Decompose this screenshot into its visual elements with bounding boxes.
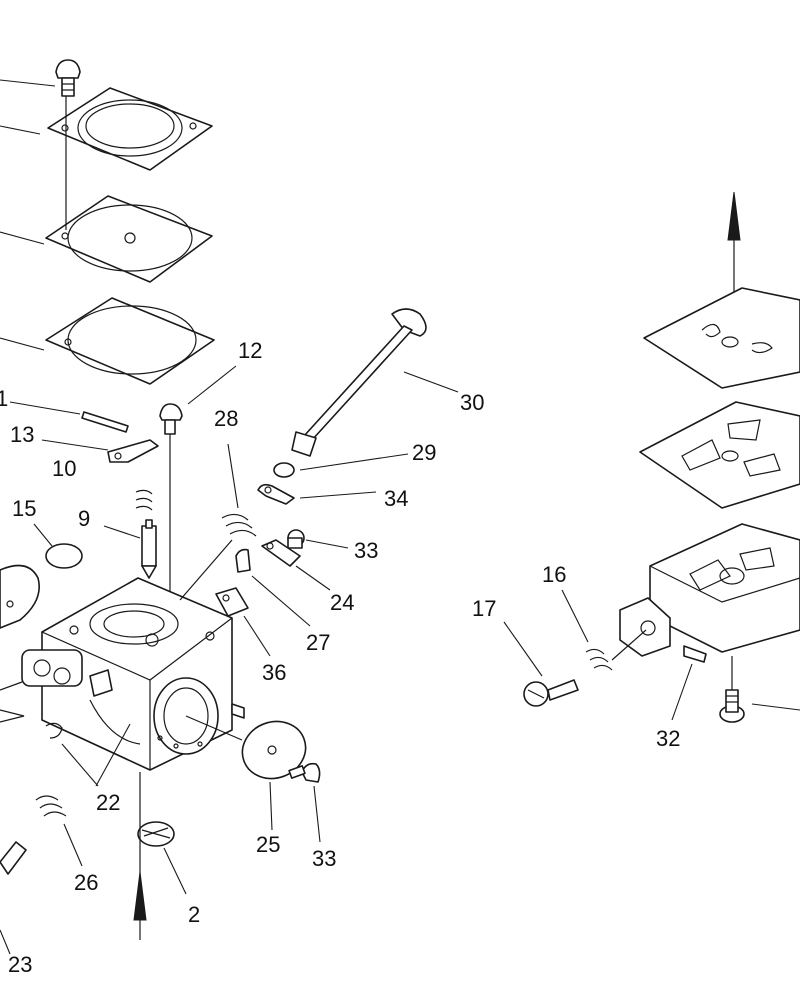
pump-body — [619, 523, 800, 663]
arrow-up-icon — [133, 772, 147, 940]
pump-diaphragm — [45, 195, 213, 283]
inlet-needle — [141, 519, 157, 579]
callout-15: 15 — [12, 496, 36, 521]
callout-36: 36 — [262, 660, 286, 685]
carburetor-body — [21, 577, 245, 771]
metering-plate — [639, 401, 800, 509]
spring-28 — [221, 513, 257, 537]
callout-27: 27 — [306, 630, 330, 655]
screw-27 — [235, 548, 251, 573]
clip-22 — [45, 722, 63, 739]
callout-24: 24 — [330, 590, 354, 615]
spring-10 — [135, 489, 153, 511]
screw-12 — [159, 403, 183, 435]
callout-23: 23 — [8, 952, 32, 977]
callout-28: 28 — [214, 406, 238, 431]
callout-12: 12 — [238, 338, 262, 363]
callout-33-upper: 33 — [354, 538, 378, 563]
pin — [81, 411, 129, 433]
callout-32: 32 — [656, 726, 680, 751]
callout-2: 2 — [188, 902, 200, 927]
metering-gasket — [643, 287, 800, 389]
callout-33-lower: 33 — [312, 846, 336, 871]
pump-gasket — [45, 297, 215, 385]
metering-lever — [107, 439, 159, 463]
welch-plug — [45, 543, 83, 569]
o-ring — [273, 462, 295, 478]
callout-11: 1 — [0, 386, 8, 411]
callout-30: 30 — [460, 390, 484, 415]
callout-16: 16 — [542, 562, 566, 587]
throttle-shaft — [291, 308, 427, 457]
callout-25: 25 — [256, 832, 280, 857]
lever-plate-24 — [261, 539, 301, 567]
screw-top — [55, 59, 81, 97]
callout-22: 22 — [96, 790, 120, 815]
callout-29: 29 — [412, 440, 436, 465]
choke-plate — [0, 564, 40, 629]
screw-33-upper — [287, 529, 305, 549]
screw-33-lower — [288, 762, 321, 783]
callout-13: 13 — [10, 422, 34, 447]
screw-bottom-right — [719, 689, 745, 723]
throttle-lever — [257, 483, 295, 505]
callout-17: 17 — [472, 596, 496, 621]
callout-26: 26 — [74, 870, 98, 895]
mixture-needle — [0, 841, 27, 875]
throttle-plate — [241, 720, 307, 780]
pump-cover-plate — [47, 87, 213, 171]
callout-34: 34 — [384, 486, 408, 511]
callout-10: 10 — [52, 456, 76, 481]
spring-26 — [35, 795, 67, 817]
screw-17 — [523, 679, 579, 707]
filter-screen — [137, 821, 175, 847]
plate-36 — [215, 587, 249, 617]
spring-16 — [585, 648, 613, 671]
callout-9: 9 — [78, 506, 90, 531]
